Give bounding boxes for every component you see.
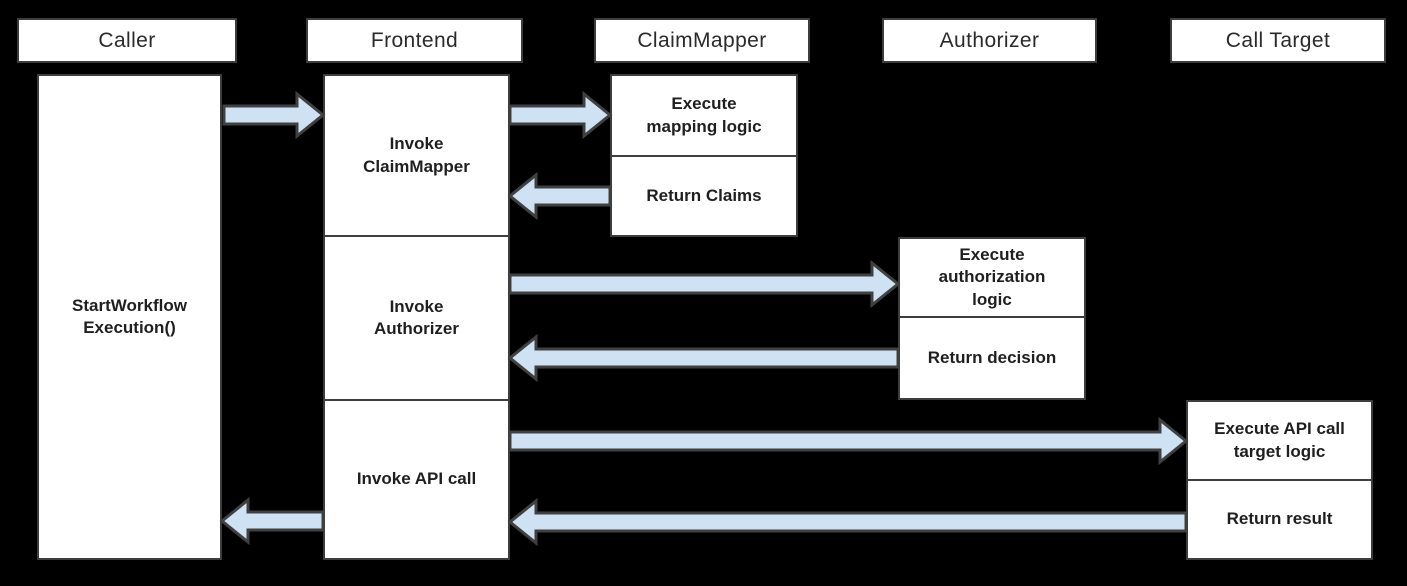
arrow-claimmapper-to-frontend (507, 171, 612, 221)
lifeline-header-calltarget: Call Target (1170, 18, 1386, 63)
arrow-caller-to-frontend (222, 90, 326, 140)
activation-calltarget-return-result: Return result (1186, 479, 1373, 560)
activation-frontend-invoke-authorizer: Invoke Authorizer (323, 235, 510, 401)
arrow-frontend-to-claimmapper (508, 90, 613, 140)
lifeline-header-claimmapper: ClaimMapper (594, 18, 810, 63)
arrow-frontend-to-caller (219, 496, 325, 546)
activation-frontend-invoke-claimmapper: Invoke ClaimMapper (323, 74, 510, 237)
lifeline-header-caller: Caller (17, 18, 237, 63)
activation-claimmapper-return-claims: Return Claims (610, 155, 798, 237)
activation-frontend-invoke-api-call: Invoke API call (323, 399, 510, 560)
arrow-frontend-to-authorizer (508, 259, 901, 309)
arrow-calltarget-to-frontend (507, 497, 1188, 547)
arrow-frontend-to-calltarget (508, 416, 1189, 466)
arrow-authorizer-to-frontend (507, 333, 900, 383)
activation-authorizer-execute-authorization-logic: Execute authorization logic (898, 237, 1086, 318)
activation-authorizer-return-decision: Return decision (898, 316, 1086, 400)
activation-calltarget-execute-api-call-target-logic: Execute API call target logic (1186, 400, 1373, 481)
activation-caller-startworkflowexecution: StartWorkflow Execution() (37, 74, 222, 560)
activation-claimmapper-execute-mapping-logic: Execute mapping logic (610, 74, 798, 157)
lifeline-header-authorizer: Authorizer (882, 18, 1097, 63)
lifeline-header-frontend: Frontend (306, 18, 523, 63)
